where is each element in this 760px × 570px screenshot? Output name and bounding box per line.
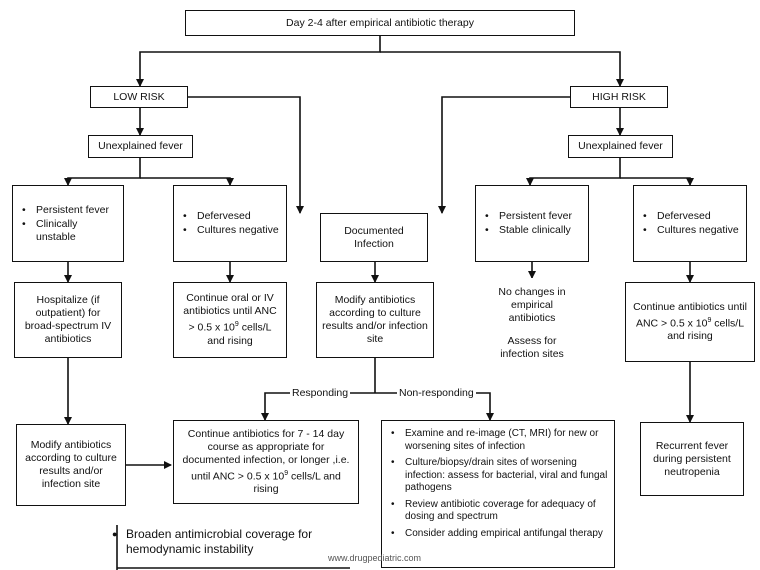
unexplained-fever-low-box: Unexplained fever	[88, 135, 193, 158]
defervesed-low-box: Defervesed Cultures negative	[173, 185, 287, 262]
modify-documented-box: Modify antibiotics according to culture …	[316, 282, 434, 358]
unexplained-fever-low-text: Unexplained fever	[98, 140, 183, 152]
continue-oral-iv-post: cells/L and rising	[207, 321, 272, 347]
responding-label: Responding	[290, 387, 351, 399]
continue-7-14-box: Continue antibiotics for 7 - 14 day cour…	[173, 420, 359, 504]
recurrent-fever-text: Recurrent fever during persistent neutro…	[653, 439, 731, 478]
defervesed-high-item: Defervesed	[643, 210, 741, 223]
continue-high-text: Continue antibiotics until ANC > 0.5 x 1…	[631, 301, 749, 344]
non-responding-step: Examine and re-image (CT, MRI) for new o…	[391, 428, 609, 453]
continue-oral-iv-exponent: 9	[234, 321, 239, 329]
continue-high-pre: Continue antibiotics until ANC > 0.5 x 1…	[633, 300, 747, 330]
persistent-stable-box: Persistent fever Stable clinically	[475, 185, 589, 262]
unexplained-fever-high-text: Unexplained fever	[578, 140, 663, 152]
low-risk-box: LOW RISK	[90, 86, 188, 108]
continue-high-post: cells/L and rising	[667, 317, 745, 343]
non-responding-step: Review antibiotic coverage for adequacy …	[391, 499, 609, 524]
continue-oral-iv-text: Continue oral or IV antibiotics until AN…	[179, 292, 281, 348]
high-risk-text: HIGH RISK	[592, 90, 646, 103]
persistent-stable-item: Stable clinically	[485, 224, 583, 237]
continue-oral-iv-pre: Continue oral or IV antibiotics until AN…	[183, 292, 277, 334]
persistent-stable-item: Persistent fever	[485, 210, 583, 223]
no-changes-box: No changes in empirical antibiotics Asse…	[497, 278, 567, 368]
unexplained-fever-high-box: Unexplained fever	[568, 135, 673, 158]
persistent-unstable-item: Clinically unstable	[22, 218, 118, 244]
modify-low-text: Modify antibiotics according to culture …	[25, 439, 117, 490]
continue-7-14-text: Continue antibiotics for 7 - 14 day cour…	[179, 428, 353, 497]
documented-infection-text: Documented Infection	[344, 224, 404, 250]
top-box: Day 2-4 after empirical antibiotic thera…	[185, 10, 575, 36]
low-risk-text: LOW RISK	[113, 90, 165, 103]
defervesed-high-item: Cultures negative	[643, 224, 741, 237]
non-responding-label: Non-responding	[397, 387, 476, 399]
continue-high-exponent: 9	[707, 316, 712, 324]
non-responding-steps-box: Examine and re-image (CT, MRI) for new o…	[381, 420, 615, 568]
no-changes-text: No changes in empirical antibiotics	[498, 285, 566, 324]
continue-oral-iv-box: Continue oral or IV antibiotics until AN…	[173, 282, 287, 358]
modify-low-box: Modify antibiotics according to culture …	[16, 424, 126, 506]
modify-documented-text: Modify antibiotics according to culture …	[322, 294, 428, 345]
hospitalize-text: Hospitalize (if outpatient) for broad-sp…	[24, 294, 112, 345]
continue-7-14-pre: Continue antibiotics for 7 - 14 day cour…	[182, 427, 350, 483]
non-responding-step: Culture/biopsy/drain sites of worsening …	[391, 457, 609, 495]
persistent-unstable-box: Persistent fever Clinically unstable	[12, 185, 124, 262]
top-text: Day 2-4 after empirical antibiotic thera…	[286, 16, 474, 29]
defervesed-low-item: Defervesed	[183, 210, 281, 223]
continue-7-14-exponent: 9	[284, 469, 289, 477]
non-responding-step: Consider adding empirical antifungal the…	[391, 528, 609, 541]
persistent-unstable-item: Persistent fever	[22, 204, 118, 217]
assess-sites-text: Assess for infection sites	[500, 334, 564, 360]
continue-high-box: Continue antibiotics until ANC > 0.5 x 1…	[625, 282, 755, 362]
watermark: www.drugpediatric.com	[328, 553, 422, 563]
documented-infection-box: Documented Infection	[320, 213, 428, 262]
high-risk-box: HIGH RISK	[570, 86, 668, 108]
recurrent-fever-box: Recurrent fever during persistent neutro…	[640, 422, 744, 496]
defervesed-high-box: Defervesed Cultures negative	[633, 185, 747, 262]
broaden-note-item: Broaden antimicrobial coverage for hemod…	[112, 527, 352, 557]
continue-7-14-post: cells/L and rising	[253, 470, 341, 496]
broaden-note: Broaden antimicrobial coverage for hemod…	[112, 527, 352, 557]
hospitalize-box: Hospitalize (if outpatient) for broad-sp…	[14, 282, 122, 358]
defervesed-low-item: Cultures negative	[183, 224, 281, 237]
